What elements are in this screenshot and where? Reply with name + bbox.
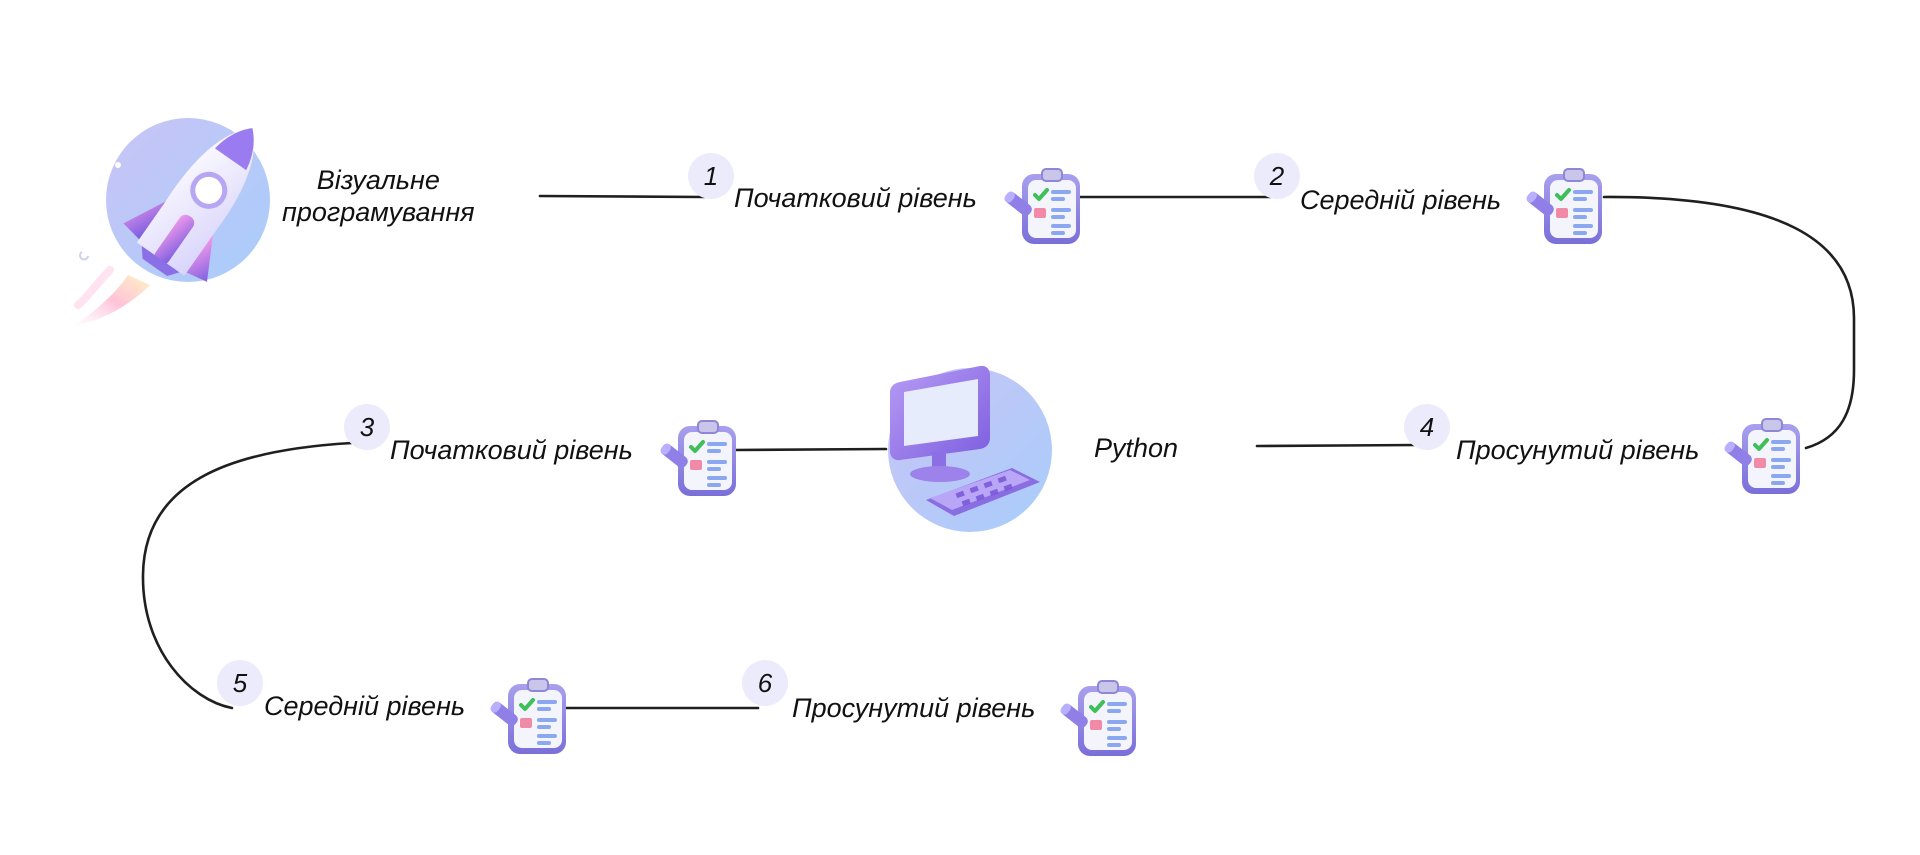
checklist-clipboard-icon xyxy=(488,676,574,758)
level-1-number-badge: 1 xyxy=(688,153,734,199)
level-1-label: Початковий рівень xyxy=(734,183,977,213)
level-4-label: Просунутий рівень xyxy=(1456,435,1700,465)
level-6-label: Просунутий рівень xyxy=(792,693,1036,723)
level-3-number-badge: 3 xyxy=(344,404,390,450)
checklist-clipboard-icon xyxy=(1524,166,1610,248)
connector-level-2-to-level-4 xyxy=(1602,195,1856,450)
level-2-number-badge: 2 xyxy=(1254,153,1300,199)
level-5-label: Середній рівень xyxy=(264,691,466,721)
rocket-icon xyxy=(74,118,270,325)
connector-level-4-to-python xyxy=(1255,443,1420,448)
checklist-clipboard-icon xyxy=(1002,166,1088,248)
level-3-label: Початковий рівень xyxy=(390,435,633,465)
level-5-number-badge: 5 xyxy=(217,660,263,706)
connector-start-to-level-1 xyxy=(538,194,706,199)
connector-level-3-to-level-5 xyxy=(141,441,354,710)
level-2-label: Середній рівень xyxy=(1300,185,1502,215)
checklist-clipboard-icon xyxy=(1722,416,1808,498)
level-4-number-badge: 4 xyxy=(1404,404,1450,450)
checklist-clipboard-icon xyxy=(1058,678,1144,760)
checklist-clipboard-icon xyxy=(658,418,744,500)
start-label: Візуальне програмування xyxy=(282,164,475,229)
python-label: Python xyxy=(1094,433,1179,463)
level-6-number-badge: 6 xyxy=(742,660,788,706)
start-label-line-1: Візуальне xyxy=(316,165,440,195)
computer-icon xyxy=(888,365,1052,532)
connector-python-to-level-3 xyxy=(733,447,888,452)
start-label-line-2: програмування xyxy=(282,197,475,228)
